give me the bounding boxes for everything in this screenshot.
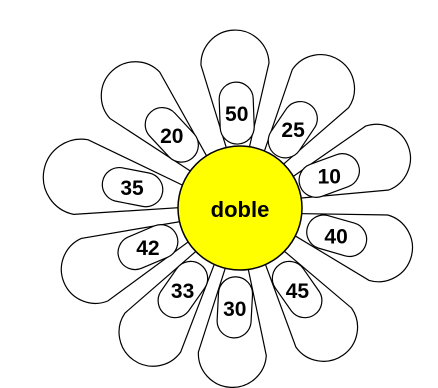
petal-number: 10 [318,166,341,189]
petal-number: 30 [223,298,246,321]
center-label: doble [211,197,270,222]
petal-number: 20 [160,125,183,148]
petal-number: 45 [286,280,310,303]
petal-number: 35 [120,177,144,200]
petal-number: 33 [171,280,194,303]
petal-number: 42 [136,237,159,260]
petal-number: 25 [281,119,305,142]
petal-number: 50 [225,103,248,126]
petal-number: 40 [324,226,347,249]
